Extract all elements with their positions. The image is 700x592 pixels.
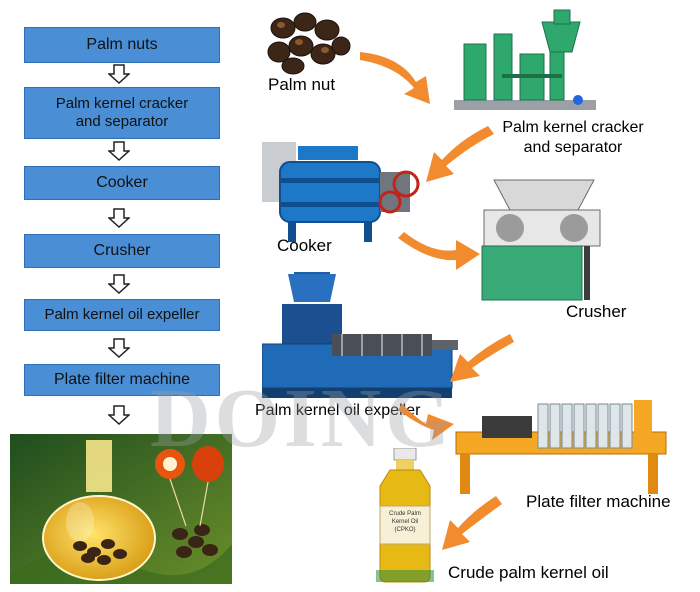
label-plate-filter: Plate filter machine xyxy=(526,492,671,511)
palm-nut-photo xyxy=(267,12,351,75)
step-crusher: Crusher xyxy=(24,234,220,268)
flow-arrow-icon xyxy=(398,232,480,270)
crusher-photo xyxy=(481,179,601,301)
watermark: DOING xyxy=(150,372,455,465)
label-crusher: Crusher xyxy=(566,302,627,321)
flow-arrow-icon xyxy=(442,496,502,550)
step-palm-nuts: Palm nuts xyxy=(24,27,220,63)
bottle-label-text: Crude Palm Kernel Oil (CPKO) xyxy=(389,511,421,533)
down-arrow-icon xyxy=(108,141,130,161)
step-cooker: Cooker xyxy=(24,166,220,200)
down-arrow-icon xyxy=(108,338,130,358)
flow-arrow-icon xyxy=(426,126,494,182)
flow-arrow-icon xyxy=(450,334,514,382)
step-cracker-separator: Palm kernel cracker and separator xyxy=(24,87,220,139)
down-arrow-icon xyxy=(108,208,130,228)
oil-expeller-photo xyxy=(262,272,458,398)
label-cracker-separator: Palm kernel cracker and separator xyxy=(502,119,644,156)
plate-filter-photo xyxy=(455,400,667,494)
palm-oil-photo xyxy=(10,434,232,584)
oil-bottle-photo xyxy=(376,448,434,583)
label-oil-expeller: Palm kernel oil expeller xyxy=(255,402,421,419)
cooker-photo xyxy=(262,142,420,242)
flow-arrow-icon xyxy=(398,404,454,440)
label-crude-oil: Crude palm kernel oil xyxy=(448,563,609,582)
down-arrow-icon xyxy=(108,274,130,294)
down-arrow-icon xyxy=(108,64,130,84)
flow-arrow-icon xyxy=(360,52,430,104)
label-palm-nut: Palm nut xyxy=(268,75,336,94)
down-arrow-icon xyxy=(108,405,130,425)
label-cooker: Cooker xyxy=(277,236,332,255)
step-plate-filter: Plate filter machine xyxy=(24,364,220,396)
cracker-separator-photo xyxy=(454,9,596,110)
step-oil-expeller: Palm kernel oil expeller xyxy=(24,299,220,331)
